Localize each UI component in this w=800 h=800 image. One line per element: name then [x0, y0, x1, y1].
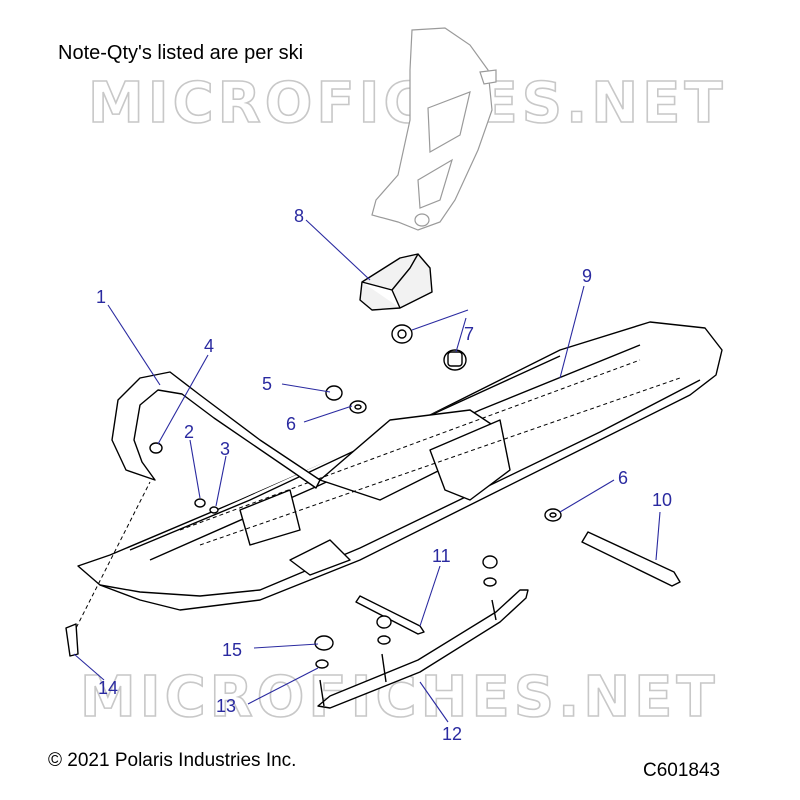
- callout-11: 11: [432, 546, 451, 566]
- ski-part: [77, 321, 723, 611]
- leader-lines: [73, 219, 661, 723]
- ski-handle-part: [111, 371, 321, 489]
- small-hardware: [65, 385, 681, 669]
- callout-6-upper: 6: [286, 414, 296, 434]
- callout-12: 12: [442, 724, 462, 744]
- callout-2: 2: [184, 422, 194, 442]
- copyright-text: © 2021 Polaris Industries Inc.: [48, 750, 297, 771]
- bushing-part: [391, 324, 467, 371]
- callout-1: 1: [96, 287, 106, 307]
- callout-4: 4: [204, 336, 214, 356]
- quantity-note: Note-Qty's listed are per ski: [58, 42, 304, 64]
- callout-5: 5: [262, 374, 272, 394]
- watermark-top: MICROFICHES.NET: [88, 71, 727, 136]
- callout-6-lower: 6: [618, 468, 628, 488]
- callout-15: 15: [222, 640, 242, 660]
- spindle-outline: [371, 27, 497, 231]
- callout-8: 8: [294, 206, 304, 226]
- callout-3: 3: [220, 439, 230, 459]
- ski-saddle-part: [359, 253, 433, 311]
- callout-13: 13: [216, 696, 236, 716]
- callout-14: 14: [98, 678, 118, 698]
- callout-7: 7: [464, 324, 474, 344]
- callout-9: 9: [582, 266, 592, 286]
- carbide-runner-part: [317, 589, 529, 709]
- callout-10: 10: [652, 490, 672, 510]
- diagram-code: C601843: [643, 760, 721, 781]
